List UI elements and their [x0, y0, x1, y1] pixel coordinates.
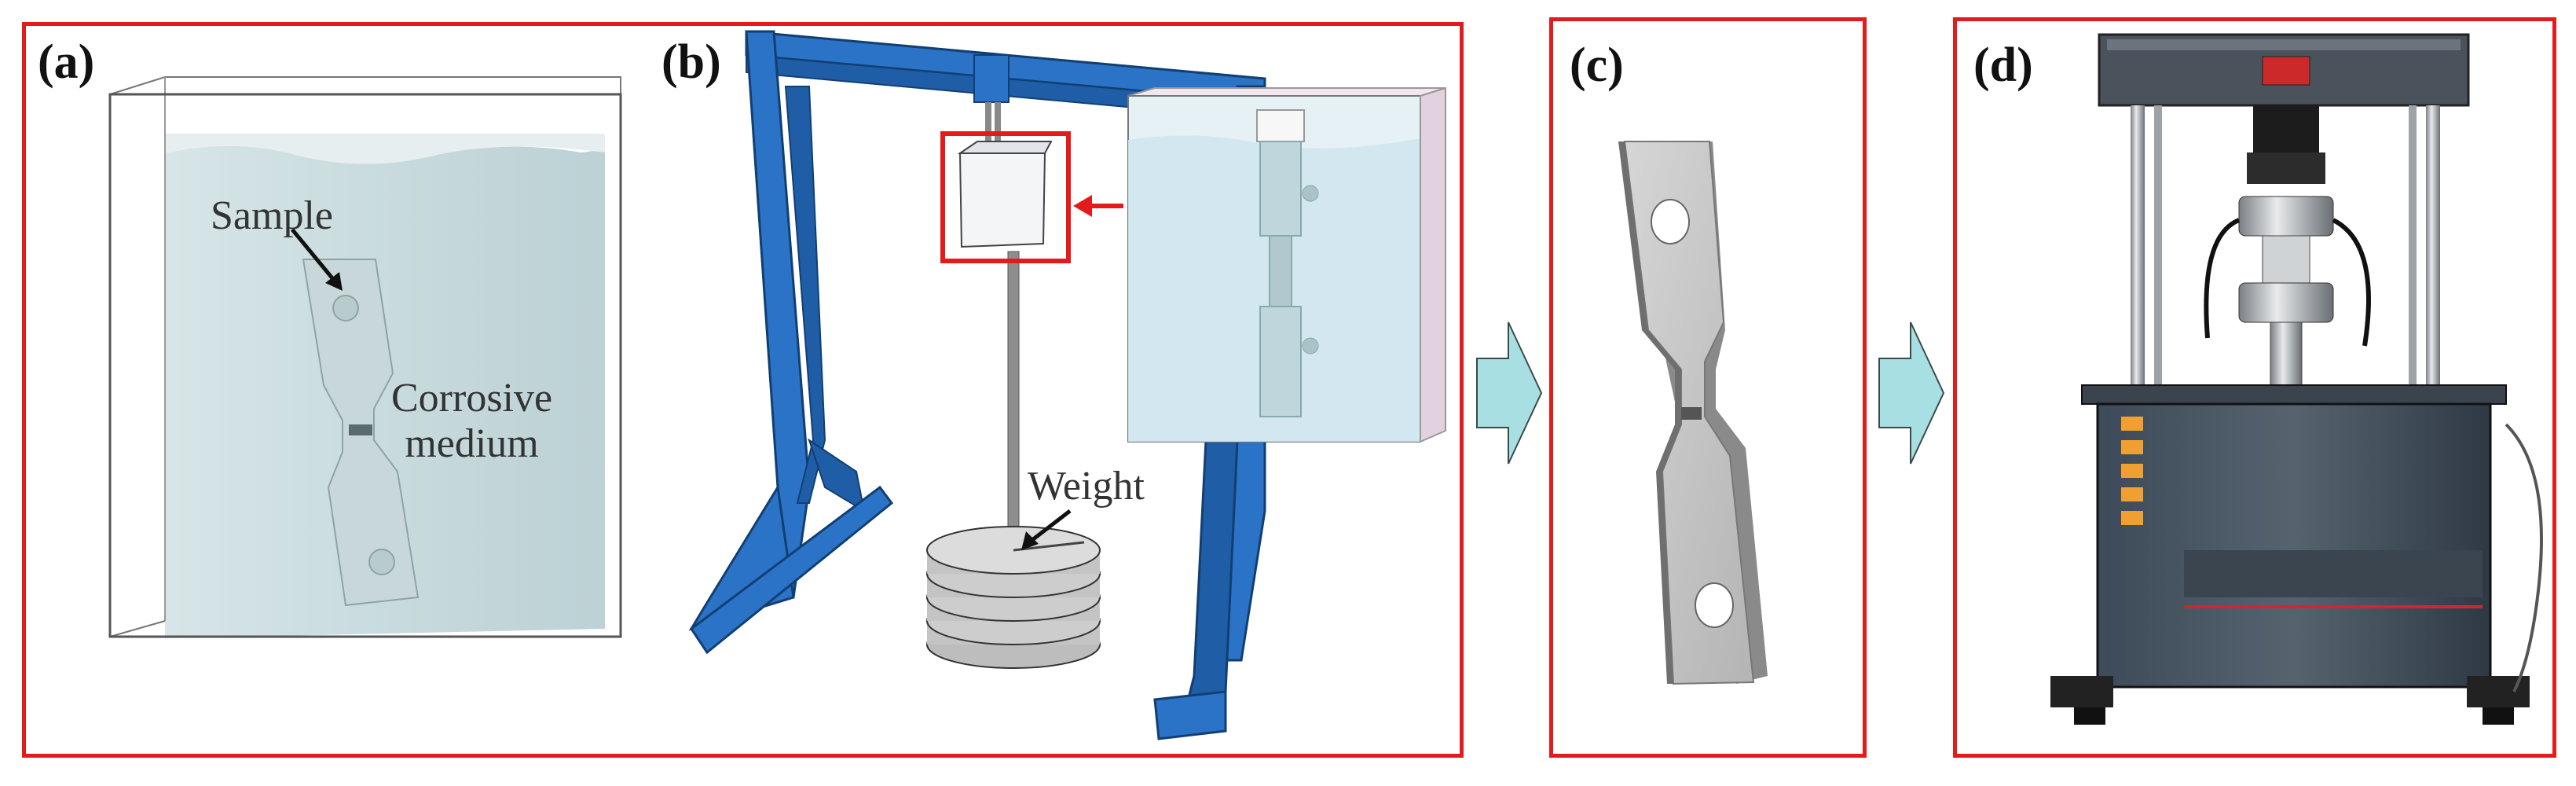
enlarged-tank: [1127, 86, 1446, 443]
specimen-c: [1618, 141, 1768, 685]
flow-arrow-1: [1476, 321, 1543, 465]
panel-ab-frame: [22, 22, 1464, 758]
weight-stack: [926, 526, 1101, 669]
panel-a-label: (a): [38, 35, 95, 89]
panel-d-frame: [1953, 17, 2556, 758]
panel-c-frame: [1549, 17, 1867, 758]
testing-machine-d: [2050, 33, 2543, 725]
corrosive-medium-label: Corrosive medium: [391, 376, 552, 467]
panel-c-label: (c): [1570, 39, 1624, 92]
corrosion-tank-a: [108, 76, 622, 638]
loading-frame-b: [688, 30, 1446, 740]
panel-d-label: (d): [1973, 39, 2033, 92]
flow-arrow-2: [1878, 321, 1945, 465]
weight-label: Weight: [1028, 464, 1145, 509]
panel-b-label: (b): [661, 35, 721, 89]
corrosive-medium-line2: medium: [405, 421, 539, 466]
corrosive-medium-line1: Corrosive: [391, 376, 553, 421]
sample-label: Sample: [211, 193, 333, 238]
